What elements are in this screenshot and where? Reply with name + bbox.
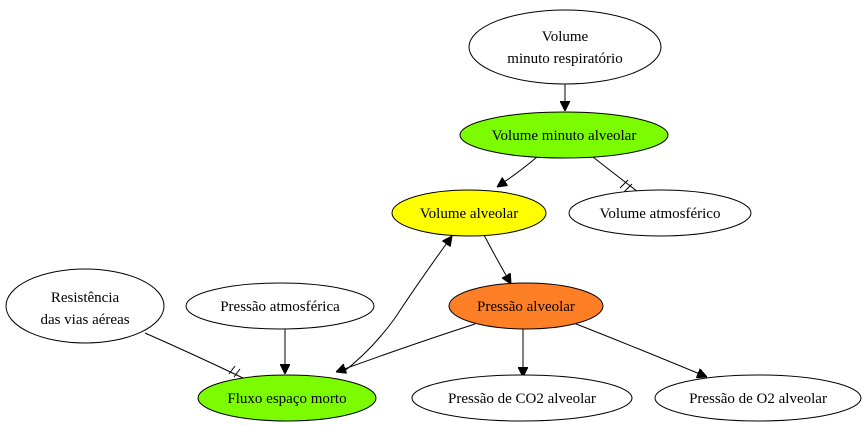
node-resistencia-vias-aereas: Resistência das vias aéreas [5, 268, 165, 344]
node-label: Pressão de CO2 alveolar [448, 391, 596, 407]
edge-pressao-alveolar-to-o2 [570, 321, 707, 377]
node-label: Volume minuto alveolar [492, 128, 637, 144]
node-volume-alveolar: Volume alveolar [391, 189, 547, 237]
node-label: Volume atmosférico [600, 206, 721, 222]
node-shape [448, 282, 604, 330]
node-fluxo-espaco-morto: Fluxo espaço morto [197, 374, 377, 422]
node-label-line2: minuto respiratório [507, 51, 622, 67]
node-shape [459, 111, 669, 159]
node-volume-minuto-respiratorio: Volume minuto respiratório [468, 9, 662, 85]
edge-volume-alveolar-to-pressao-alveolar [483, 234, 511, 284]
node-label: Pressão atmosférica [220, 299, 340, 315]
node-shape [197, 374, 377, 422]
node-label-line1: Resistência [51, 290, 120, 306]
edge-fluxo-to-volume-alveolar [341, 236, 452, 374]
edge-resistencia-to-fluxo [144, 332, 244, 379]
node-shape [654, 374, 862, 422]
edge-pressao-alveolar-to-fluxo [336, 323, 476, 372]
node-volume-minuto-alveolar: Volume minuto alveolar [459, 111, 669, 159]
node-shape [391, 189, 547, 237]
tee-marker [228, 365, 241, 378]
edge-minuto-alveolar-to-volume-alveolar [497, 156, 538, 187]
node-label-line2: das vias aéreas [40, 312, 129, 328]
node-label-line1: Volume [542, 29, 589, 45]
node-pressao-o2-alveolar: Pressão de O2 alveolar [654, 374, 862, 422]
node-pressao-alveolar: Pressão alveolar [448, 282, 604, 330]
node-label: Pressão alveolar [477, 299, 575, 315]
node-shape [411, 374, 633, 422]
node-shape [568, 189, 752, 237]
node-pressao-atmosferica: Pressão atmosférica [185, 282, 375, 330]
node-pressao-co2-alveolar: Pressão de CO2 alveolar [411, 374, 633, 422]
node-shape [5, 268, 165, 344]
node-volume-atmosferico: Volume atmosférico [568, 189, 752, 237]
node-shape [468, 9, 662, 85]
tee-marker [619, 179, 633, 193]
node-label: Pressão de O2 alveolar [689, 391, 827, 407]
node-shape [185, 282, 375, 330]
node-label: Volume alveolar [420, 206, 518, 222]
node-label: Fluxo espaço morto [227, 391, 346, 407]
edge-minuto-alveolar-to-volume-atmosferico [592, 156, 643, 196]
